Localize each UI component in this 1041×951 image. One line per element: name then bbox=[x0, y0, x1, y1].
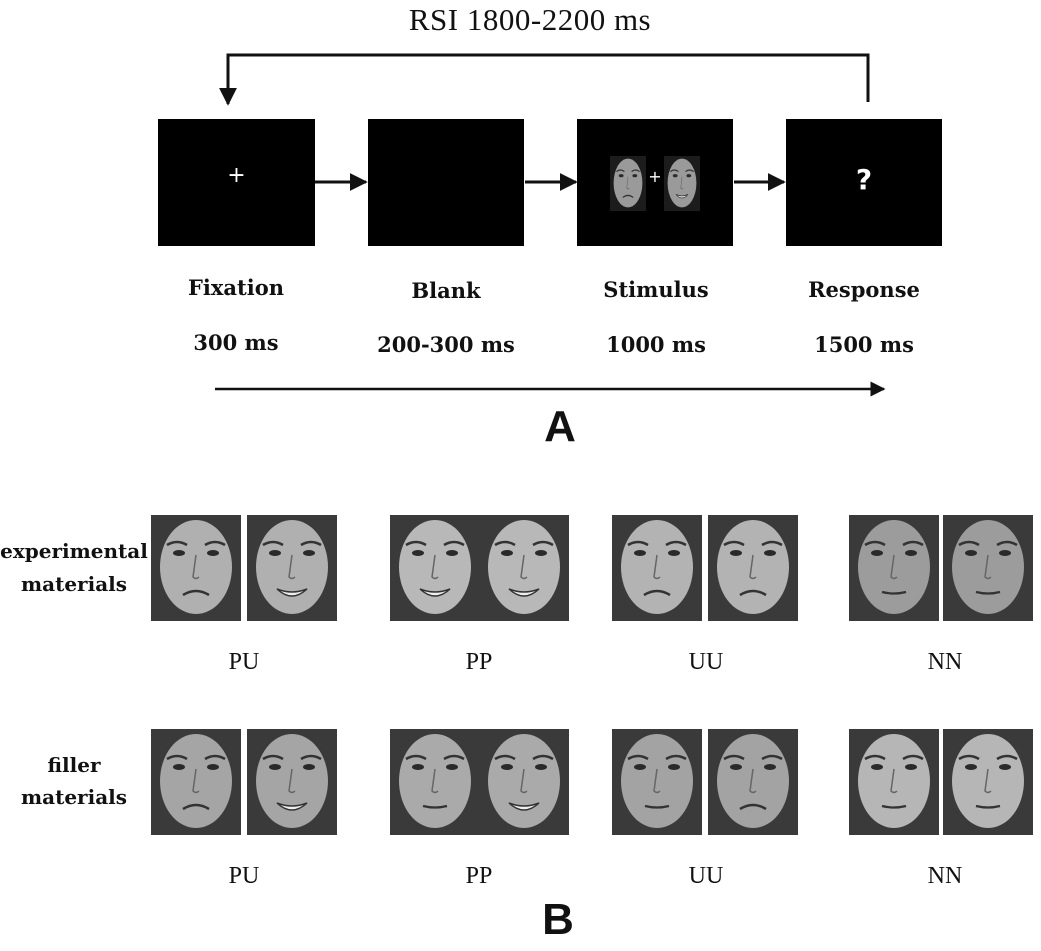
panel-a-arrows bbox=[215, 53, 886, 397]
stage-name-blank: Blank bbox=[411, 278, 481, 303]
response-screen: ? bbox=[786, 119, 942, 246]
face-photo-icon bbox=[479, 729, 569, 835]
face-photo-icon bbox=[612, 729, 702, 835]
face-photo-icon bbox=[151, 729, 241, 835]
fixation-screen: + bbox=[158, 119, 315, 246]
condition-label-nn-1: NN bbox=[927, 649, 963, 675]
row-label-experimental: experimental bbox=[0, 539, 148, 563]
face-photo-icon bbox=[247, 515, 337, 621]
question-mark-icon: ? bbox=[855, 163, 873, 196]
condition-label-pp-2: PP bbox=[465, 863, 493, 889]
panel-letter-a: A bbox=[544, 402, 576, 451]
stage-name-stimulus: Stimulus bbox=[603, 277, 709, 302]
face-photo-icon bbox=[943, 729, 1033, 835]
row-label-experimental-2: materials bbox=[20, 572, 128, 596]
loop-arrow bbox=[219, 53, 870, 106]
condition-label-pu-2: PU bbox=[228, 863, 260, 889]
blank-screen bbox=[368, 119, 524, 246]
stage-duration-blank: 200-300 ms bbox=[377, 332, 515, 357]
condition-label-pp-1: PP bbox=[465, 649, 493, 675]
stage-duration-stimulus: 1000 ms bbox=[606, 332, 706, 357]
face-photo-icon bbox=[479, 515, 569, 621]
face-photo-icon bbox=[390, 729, 480, 835]
stage-name-response: Response bbox=[808, 277, 920, 302]
face-photo-icon bbox=[247, 729, 337, 835]
face-photo-icon bbox=[849, 729, 939, 835]
face-photo-icon bbox=[708, 729, 798, 835]
face-photo-icon bbox=[943, 515, 1033, 621]
stage-duration-response: 1500 ms bbox=[814, 332, 914, 357]
face-photo-icon bbox=[664, 156, 700, 211]
condition-label-nn-2: NN bbox=[927, 863, 963, 889]
face-photo-icon bbox=[612, 515, 702, 621]
condition-label-uu-1: UU bbox=[688, 649, 724, 675]
face-photo-icon bbox=[151, 515, 241, 621]
face-photo-icon bbox=[610, 156, 646, 211]
rsi-label: RSI 1800-2200 ms bbox=[408, 2, 652, 37]
stage-duration-fixation: 300 ms bbox=[193, 330, 279, 355]
fixation-cross-icon: + bbox=[227, 163, 246, 188]
stage-name-fixation: Fixation bbox=[188, 275, 284, 300]
condition-label-pu-1: PU bbox=[228, 649, 260, 675]
face-photo-icon bbox=[849, 515, 939, 621]
stimulus-screen: + bbox=[577, 119, 733, 246]
condition-label-uu-2: UU bbox=[688, 863, 724, 889]
face-photo-icon bbox=[390, 515, 480, 621]
row-label-filler: filler bbox=[47, 753, 101, 777]
stimulus-fixation-icon: + bbox=[648, 167, 662, 186]
face-photo-icon bbox=[708, 515, 798, 621]
panel-letter-b: B bbox=[542, 895, 574, 944]
row-label-filler-2: materials bbox=[20, 785, 128, 809]
